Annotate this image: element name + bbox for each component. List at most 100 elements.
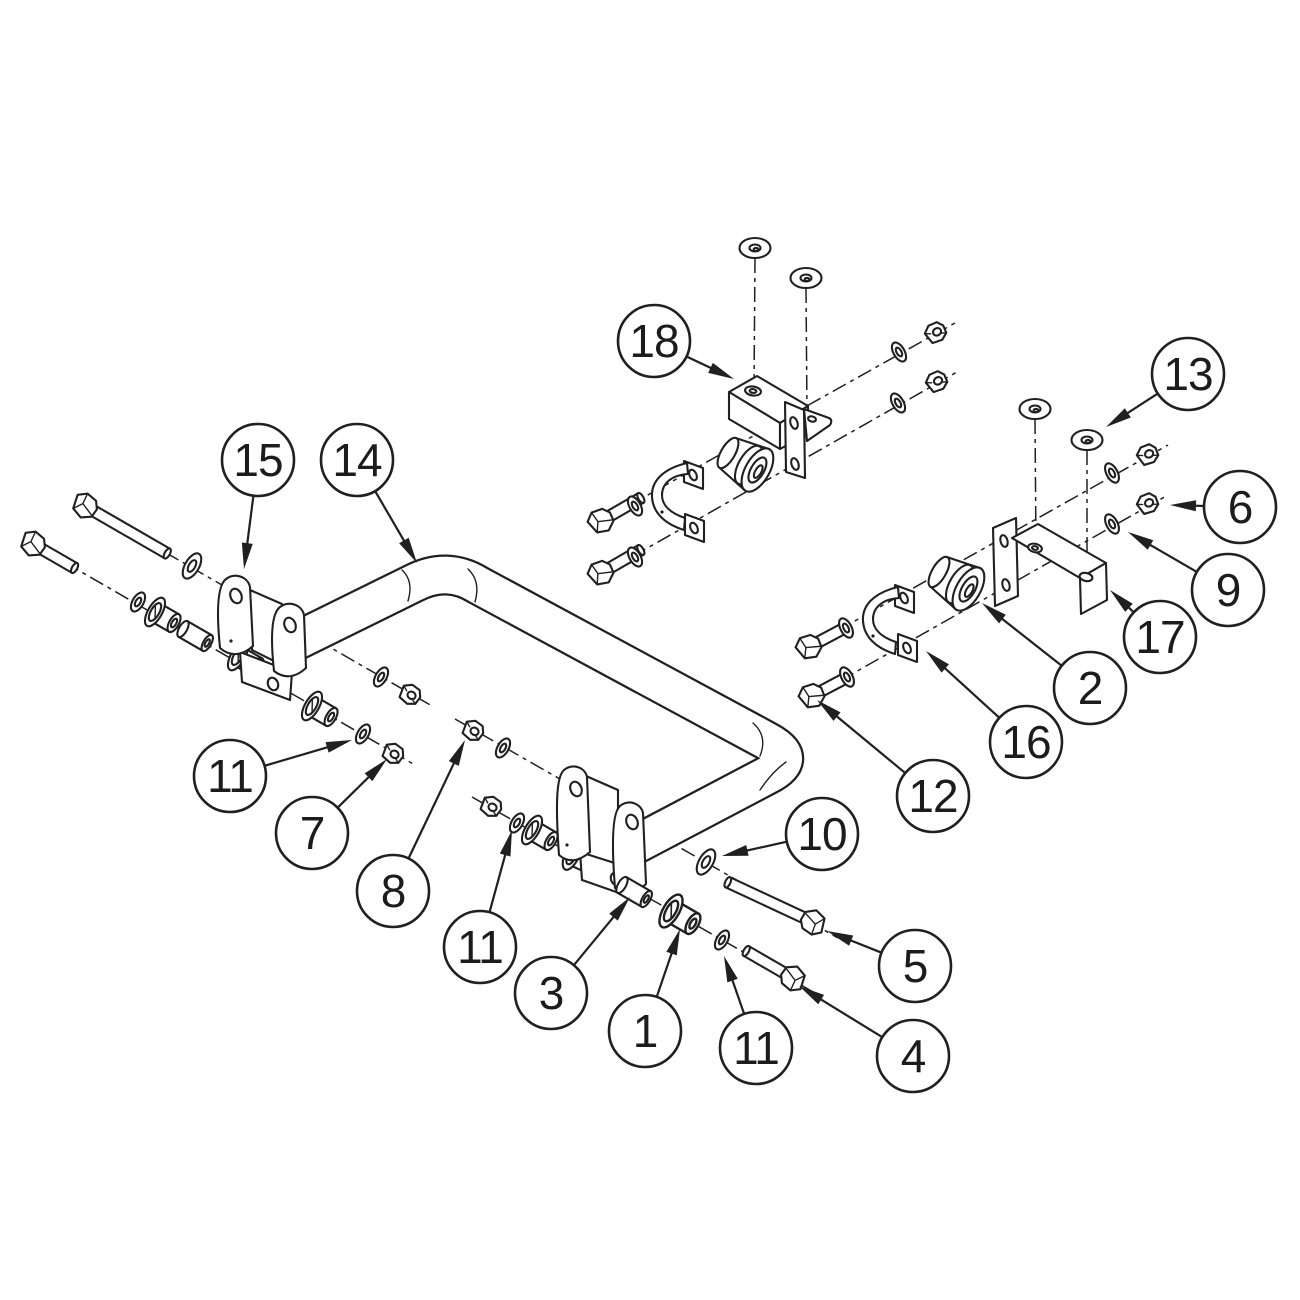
axis-line (753, 257, 756, 389)
leader-line (488, 849, 508, 913)
callout-number: 13 (1163, 348, 1212, 400)
callout-circle (784, 796, 860, 872)
weld-dot (229, 639, 233, 643)
arrowhead-icon (399, 537, 417, 563)
flat-washer (691, 845, 721, 879)
callout-number: 15 (233, 434, 282, 486)
lock-nut (476, 792, 506, 821)
leader-line (831, 711, 906, 774)
flanged-bushing (296, 687, 345, 735)
bracket-hole (569, 780, 583, 798)
arrowhead-icon (817, 700, 841, 721)
lock-nut (922, 367, 952, 396)
callout-11: 11 (442, 830, 518, 985)
bracket-ear (270, 602, 308, 678)
callout-14: 14 (319, 422, 417, 563)
callout-6: 6 (1170, 469, 1278, 545)
leader-line (374, 490, 408, 547)
hex-bolt (741, 944, 811, 996)
callout-17: 17 (1110, 590, 1198, 675)
pivot-bushing (919, 546, 992, 617)
hex-bolt (67, 488, 172, 560)
arrowhead-icon (1110, 590, 1133, 612)
arrowhead-icon (827, 931, 854, 946)
callout-15: 15 (220, 422, 296, 569)
tube-bend-line (401, 569, 411, 602)
plate-hole (789, 416, 799, 430)
lock-nut (1133, 489, 1163, 518)
arrowhead-icon (722, 845, 749, 856)
flat-washer (491, 735, 515, 761)
arrowhead-icon (799, 986, 825, 1005)
clamp-strap (861, 585, 901, 656)
flat-washer (1101, 511, 1123, 537)
clamp-tab-hole (688, 468, 698, 482)
gusset-hole (807, 415, 817, 423)
callout-number: 12 (908, 770, 957, 822)
callout-8: 8 (355, 740, 465, 929)
axis-line (805, 287, 808, 417)
flat-head-screw (789, 266, 823, 290)
callout-11: 11 (192, 738, 352, 814)
tube-end-bracket-left (216, 574, 308, 702)
callout-number: 11 (733, 1022, 779, 1074)
callout-number: 18 (629, 315, 678, 367)
callout-4: 4 (799, 986, 951, 1094)
plate-hole (1001, 578, 1011, 592)
flat-washer (126, 589, 150, 615)
bracket-hole (625, 813, 639, 831)
arrowhead-icon (982, 603, 1006, 624)
bracket-hole (283, 616, 297, 634)
lock-nut (1133, 440, 1163, 469)
center-bracket-cluster (458, 716, 830, 996)
callout-number: 11 (207, 750, 253, 802)
arrowhead-icon (448, 740, 465, 766)
callout-circle (1190, 552, 1266, 628)
flat-washer (177, 549, 207, 583)
tube-bend-line (752, 722, 764, 757)
flanged-bushing (653, 889, 709, 944)
callout-circle (220, 422, 296, 498)
leader-line (815, 995, 883, 1039)
callout-11: 11 (718, 956, 794, 1086)
callout-3: 3 (513, 897, 630, 1031)
callout-10: 10 (722, 796, 860, 872)
clamp-strap (650, 461, 690, 532)
bracket-hole (1030, 545, 1040, 551)
lock-nut (921, 318, 951, 347)
callout-circle (875, 1018, 951, 1094)
callout-1: 1 (607, 929, 683, 1069)
arrowhead-icon (1128, 532, 1154, 550)
callout-number: 9 (1216, 564, 1241, 616)
callout-circle (513, 955, 589, 1031)
tube-bend-line (759, 761, 787, 791)
callout-number: 17 (1135, 611, 1184, 663)
sway-bar-tube (268, 554, 804, 875)
clamp-tab-hole (899, 591, 909, 605)
leader-line (407, 757, 458, 859)
flat-washer (887, 339, 911, 365)
flat-head-screw (1070, 428, 1104, 452)
arrowhead-icon (325, 740, 352, 753)
bracket-ear (216, 574, 255, 656)
callout-7: 7 (274, 759, 387, 871)
callout-circle (616, 303, 692, 379)
leader-line (655, 947, 675, 998)
arrowhead-icon (708, 362, 734, 379)
leader-line (264, 744, 334, 767)
plate-hole (790, 457, 800, 471)
clamp-tab-hole (902, 641, 912, 655)
leader-line (245, 495, 255, 550)
callout-circle (442, 909, 518, 985)
callout-number: 8 (381, 865, 406, 917)
axis-line (606, 371, 958, 572)
callout-number: 2 (1078, 662, 1103, 714)
top-mount-cluster (583, 236, 952, 591)
gusset-tab (802, 407, 833, 443)
leader-line (845, 937, 882, 954)
arrowhead-icon (1106, 408, 1131, 427)
mount-plate (991, 516, 1020, 608)
